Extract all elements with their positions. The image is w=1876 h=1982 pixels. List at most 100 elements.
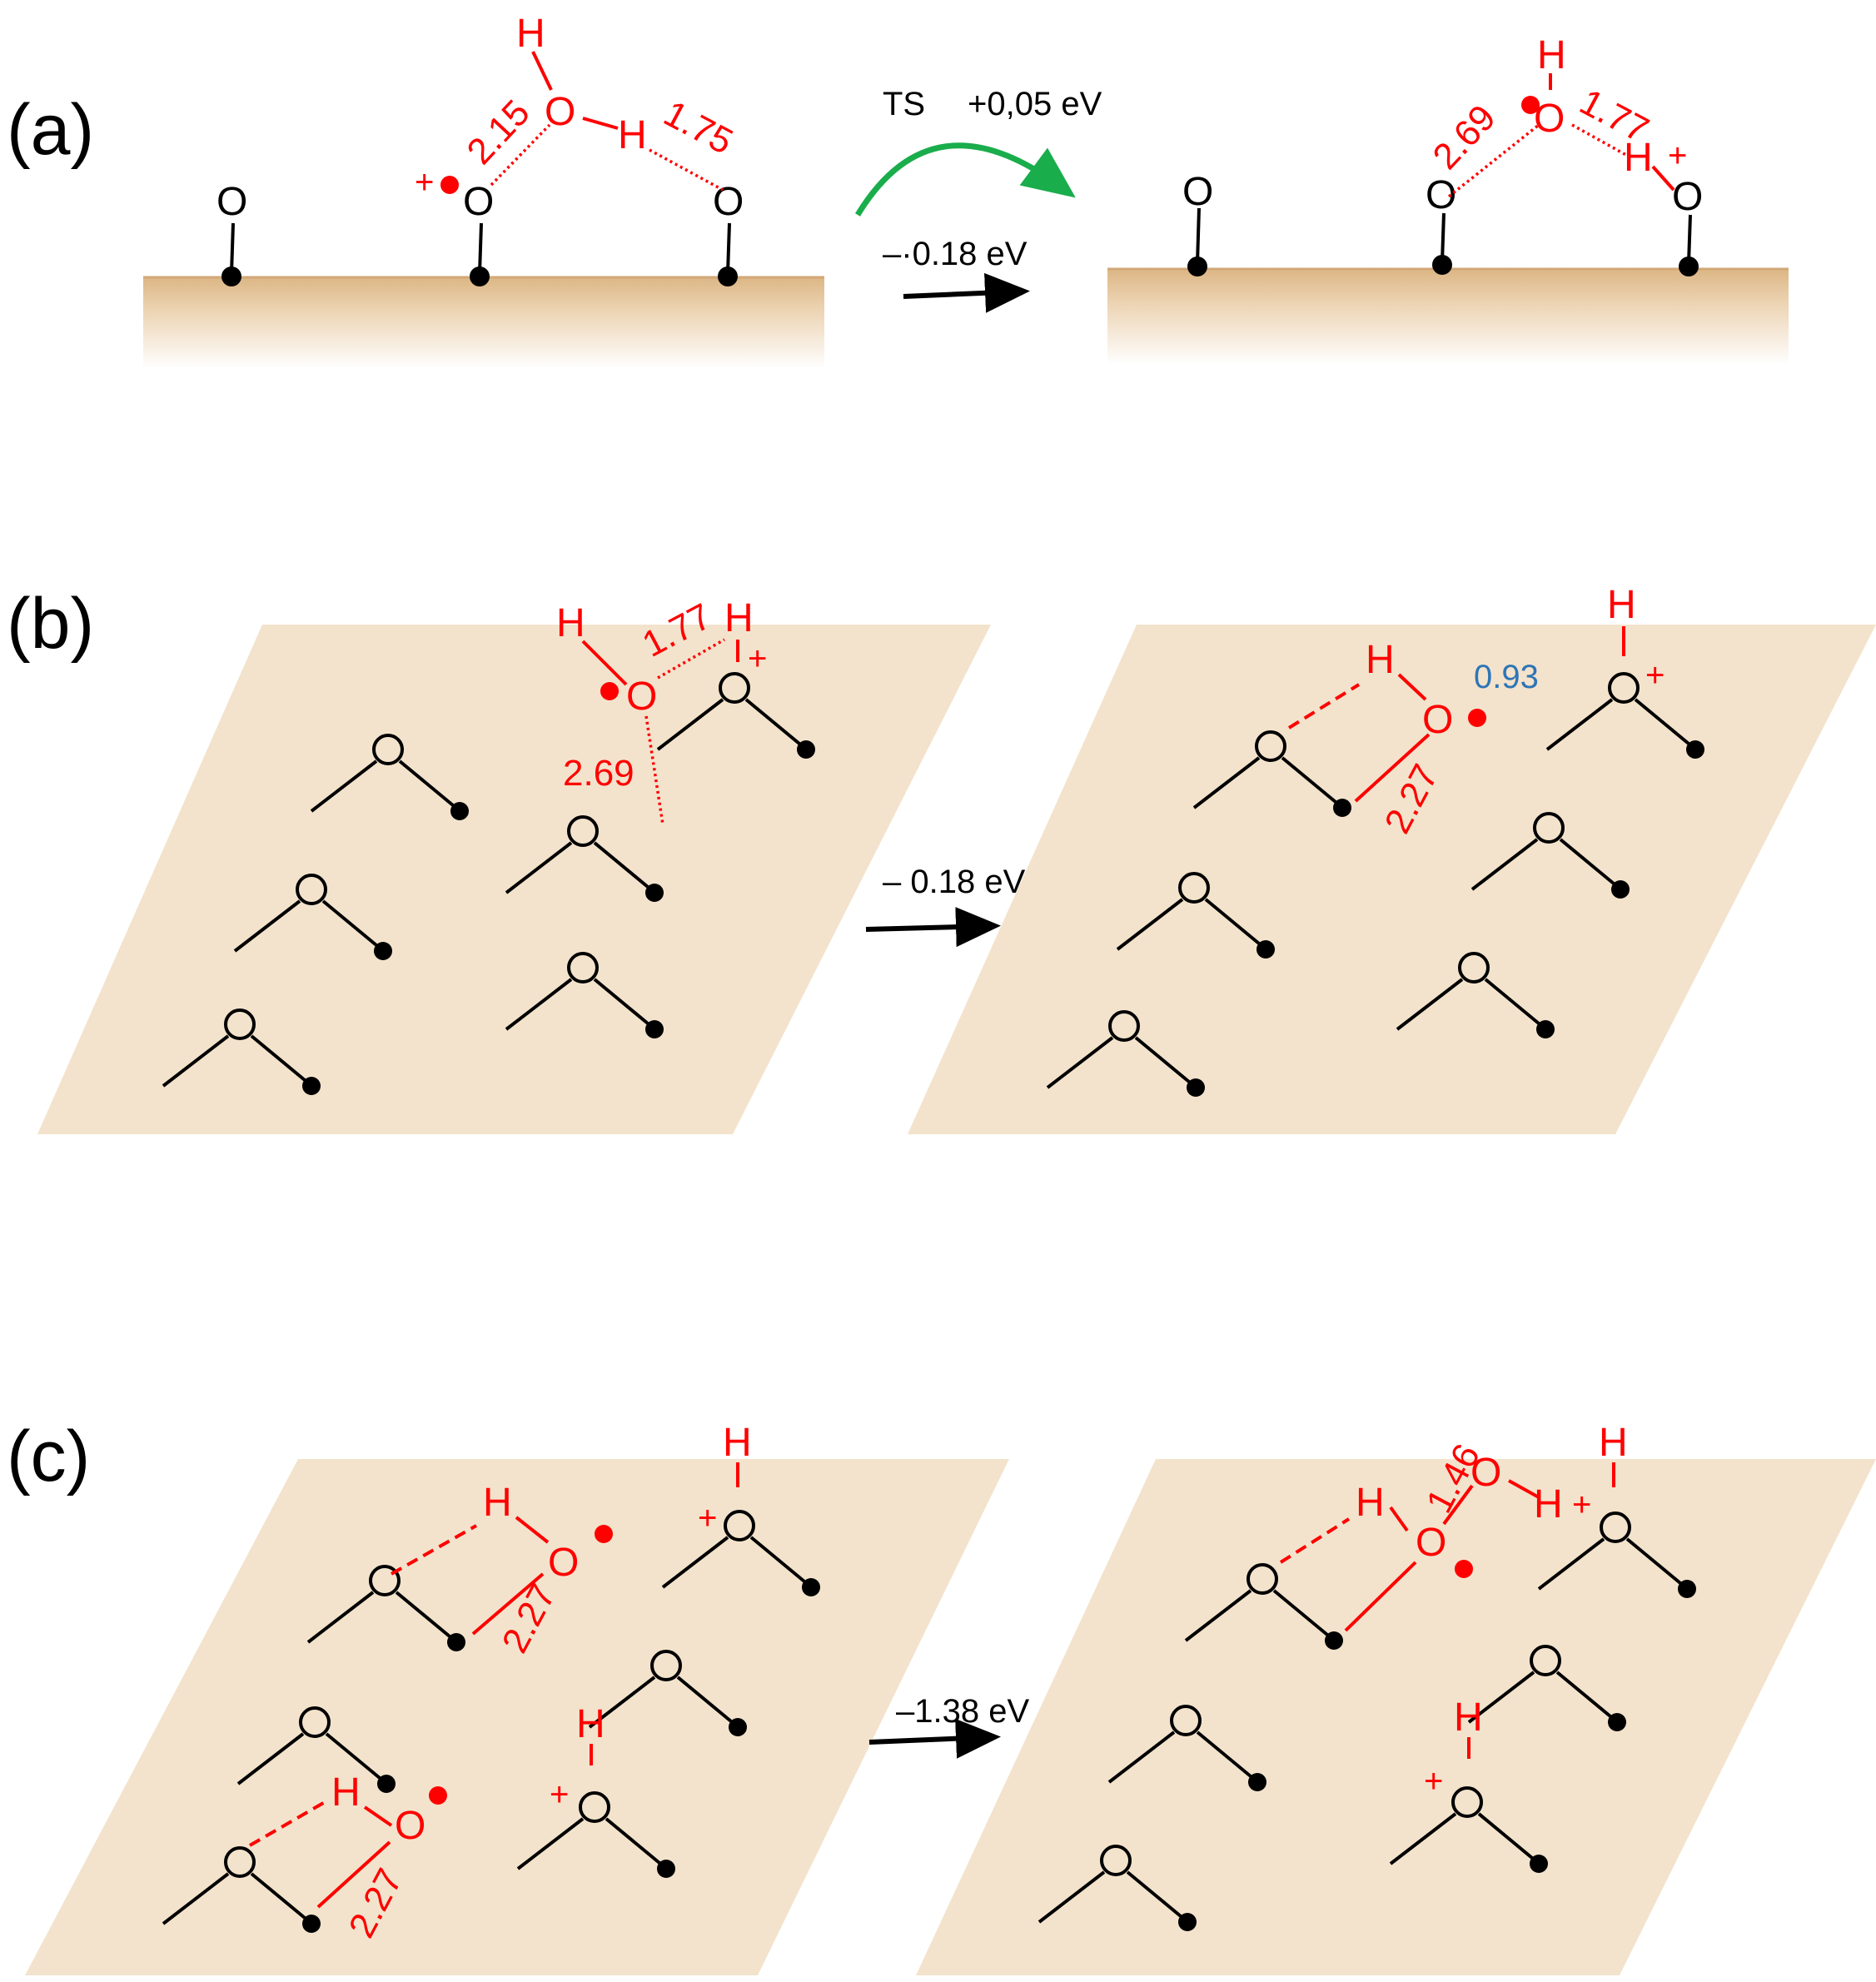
water-oxygen: O bbox=[626, 675, 657, 719]
metal-atom bbox=[1536, 1020, 1555, 1038]
surface-oxygen-group bbox=[1046, 672, 1704, 1097]
radical-dot bbox=[600, 682, 619, 700]
hydrogen-atom: H bbox=[1534, 1482, 1563, 1526]
plus-sign: + bbox=[748, 640, 767, 677]
surface-a-right bbox=[1107, 269, 1789, 365]
surface-hydroxyl-motif bbox=[656, 672, 815, 759]
oxygen-atom bbox=[1600, 1511, 1631, 1543]
hydroxyl-oxygen: O bbox=[1416, 1521, 1446, 1565]
surface-c-left bbox=[25, 1459, 1009, 1975]
radical-dot bbox=[595, 1525, 613, 1543]
metal-atom bbox=[645, 884, 664, 902]
surface-hydroxyl-motif bbox=[306, 1565, 465, 1651]
metal-atom bbox=[1608, 1713, 1626, 1731]
radical-dot bbox=[429, 1786, 447, 1805]
oxygen-atom bbox=[1178, 872, 1210, 904]
plus-sign: + bbox=[1424, 1763, 1443, 1800]
panel-b-label: (b) bbox=[7, 584, 94, 664]
surface-a-left bbox=[143, 277, 824, 369]
oxygen-atom bbox=[1247, 1563, 1278, 1595]
metal-atom bbox=[645, 1020, 664, 1038]
distance-label: 1.75 bbox=[657, 93, 739, 162]
hydrogen-atom: H bbox=[1366, 638, 1395, 682]
plus-sign: + bbox=[698, 1500, 717, 1536]
surface-oxygen-group bbox=[162, 1510, 820, 1933]
oxygen-atom: O bbox=[1426, 173, 1456, 217]
surface-hydroxyl-motif bbox=[588, 1650, 747, 1736]
reaction-energy: – 0.18 eV bbox=[883, 864, 1026, 900]
surface-hydroxyl-motif bbox=[233, 874, 392, 960]
surface-hydroxyl-motif bbox=[1192, 730, 1351, 817]
surface-hydroxyl-motif bbox=[1046, 1010, 1205, 1097]
surface-hydroxyl-motif bbox=[1107, 1705, 1266, 1791]
oxygen-atom bbox=[296, 874, 327, 905]
hydrogen-atom: H bbox=[1624, 136, 1653, 180]
surface-hydroxyl-motif bbox=[1470, 812, 1630, 899]
surface-hydroxyl-motif bbox=[1467, 1645, 1626, 1731]
surface-hydroxyl-motif bbox=[1537, 1511, 1696, 1598]
oxygen-atom bbox=[650, 1650, 682, 1681]
ts-curved-arrow bbox=[855, 142, 1076, 217]
surface-hydroxyl-motif bbox=[1038, 1845, 1197, 1931]
metal-atom bbox=[729, 1718, 747, 1736]
oxygen-atom bbox=[1108, 1010, 1140, 1042]
hydrogen-atom: H bbox=[331, 1770, 361, 1815]
distance-label: 2.69 bbox=[563, 753, 634, 794]
surface-hydroxyl-motif bbox=[162, 1846, 321, 1933]
reaction-arrow bbox=[903, 272, 1030, 313]
radical-dot bbox=[1468, 709, 1486, 727]
oxygen-atom: O bbox=[463, 180, 494, 224]
surface-hydroxyl-motif bbox=[516, 1791, 675, 1878]
metal-atom bbox=[1686, 740, 1704, 759]
metal-atom bbox=[1530, 1855, 1548, 1873]
reaction-arrow bbox=[865, 907, 1001, 948]
hydrogen-atom: H bbox=[556, 601, 585, 645]
charge-value: 0.93 bbox=[1474, 659, 1539, 695]
surface-oxygen-group bbox=[1038, 1511, 1696, 1931]
panel-c: (c) H O 2.27 H O 2.27 H + H + –1.38 eV bbox=[7, 1417, 1876, 1975]
panel-a-label: (a) bbox=[7, 90, 94, 170]
oxygen-atom bbox=[1458, 952, 1490, 984]
hydrogen-atom: H bbox=[483, 1481, 512, 1525]
radical-dot bbox=[1455, 1560, 1473, 1578]
hydrogen-atom: H bbox=[1356, 1481, 1385, 1525]
oxygen-atom: O bbox=[1182, 170, 1213, 214]
ts-energy: +0,05 eV bbox=[968, 86, 1102, 122]
hydroxyl-oxygen: O bbox=[395, 1804, 425, 1848]
metal-atom bbox=[450, 802, 469, 820]
surface-hydroxyl-motif bbox=[1396, 952, 1555, 1038]
surface-hydroxyl-motif bbox=[1389, 1786, 1548, 1873]
surface-hydroxyl-motif bbox=[310, 734, 469, 820]
hydrogen-atom: H bbox=[1607, 583, 1636, 627]
hydroxyl-oxygen: O bbox=[1534, 97, 1565, 141]
metal-atom bbox=[377, 1775, 396, 1793]
oxygen-atom bbox=[1530, 1645, 1561, 1676]
oxygen-atom bbox=[224, 1846, 256, 1878]
surface-b-left bbox=[37, 625, 991, 1134]
oxygen-atom bbox=[724, 1510, 755, 1541]
hydrogen-atom: H bbox=[1599, 1421, 1628, 1465]
plus-sign: + bbox=[1668, 137, 1687, 174]
oxygen-atom bbox=[299, 1706, 331, 1738]
surface-hydroxyl-motif bbox=[505, 952, 664, 1038]
oxygen-atom bbox=[369, 1565, 401, 1596]
oxygen-atom bbox=[224, 1008, 256, 1040]
panel-b: (b) H O 1.77 H + 2.69 – 0.18 eV H O 0.93… bbox=[7, 583, 1876, 1134]
ts-label: TS bbox=[883, 86, 925, 122]
oxygen-atom bbox=[579, 1791, 610, 1823]
surface-hydroxyl-motif bbox=[236, 1706, 396, 1793]
oxygen-atom bbox=[372, 734, 404, 765]
hydrogen-atom: H bbox=[1537, 33, 1566, 77]
hydrogen-atom: H bbox=[724, 596, 754, 640]
reaction-energy: –·0.18 eV bbox=[883, 236, 1028, 272]
oxygen-atom: O bbox=[216, 180, 247, 224]
surface-oxygen-group bbox=[230, 222, 731, 274]
oxygen-atom: O bbox=[1672, 175, 1703, 219]
plus-sign: + bbox=[550, 1776, 569, 1813]
oxygen-atom bbox=[719, 672, 750, 704]
metal-atom bbox=[797, 740, 815, 759]
plus-sign: + bbox=[1645, 657, 1665, 694]
reaction-energy: –1.38 eV bbox=[896, 1693, 1029, 1730]
surface-oxygen-group bbox=[162, 672, 815, 1095]
